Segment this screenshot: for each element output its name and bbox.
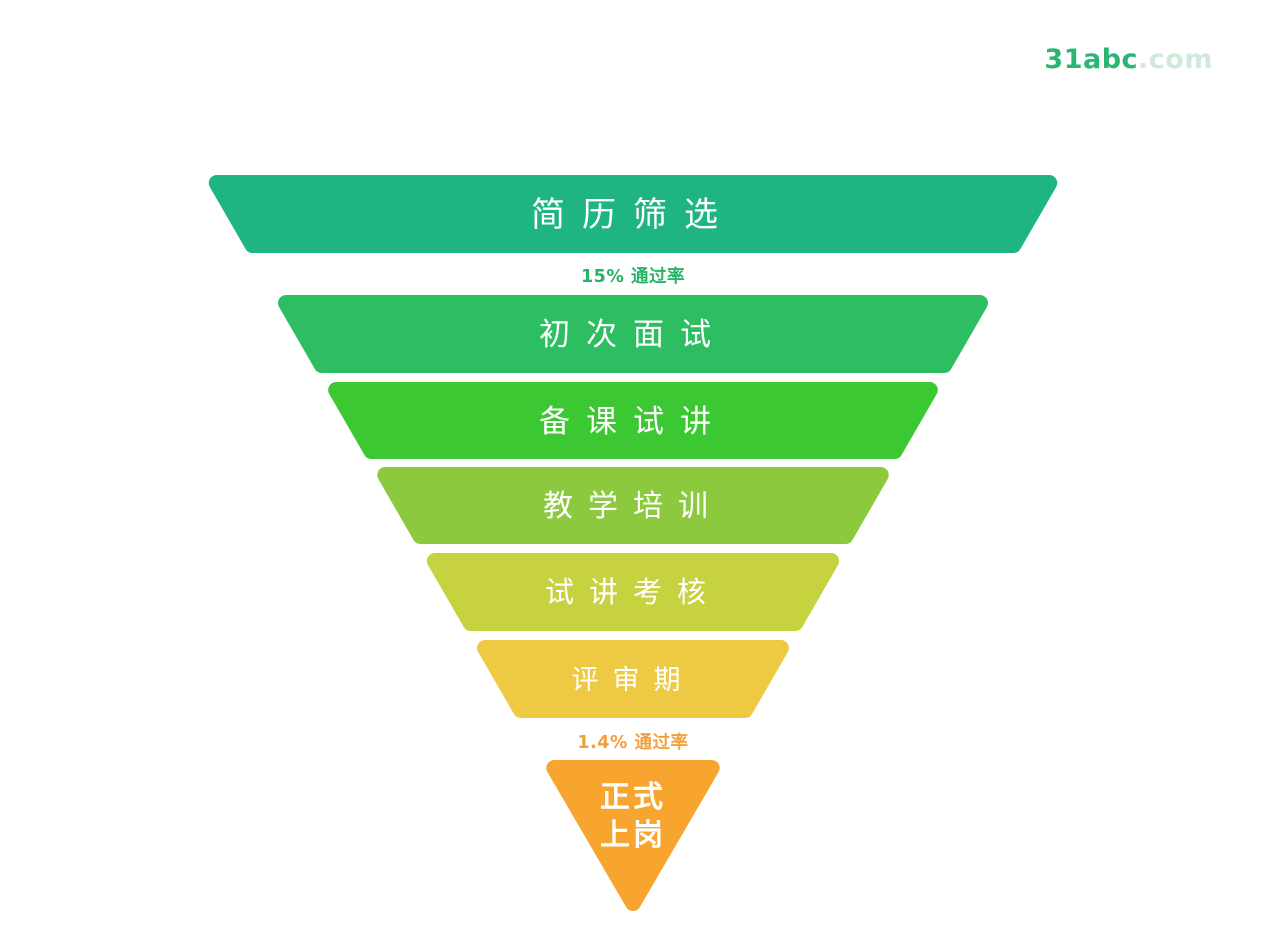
funnel-stage-label-1: 简历筛选: [531, 195, 735, 235]
funnel-stage-2: [277, 295, 989, 373]
pass-rate-annotation: 15% 通过率: [581, 266, 685, 287]
site-logo-brand: 31abc: [1044, 44, 1139, 75]
funnel-stage-label-5: 试讲考核: [545, 575, 721, 609]
funnel-stage-4: [377, 467, 889, 544]
funnel-annotations-group: 15% 通过率 1.4% 通过率: [577, 266, 688, 753]
site-logo: 31abc.com: [1044, 44, 1213, 75]
funnel-stage-label-4: 教学培训: [543, 489, 723, 524]
funnel-stage-label-6: 评审期: [572, 665, 695, 696]
pass-rate-annotation: 1.4% 通过率: [577, 732, 688, 753]
funnel-stage-6: [477, 640, 789, 718]
funnel-stage-label-3: 备课试讲: [539, 404, 727, 440]
funnel-stage-3: [328, 382, 938, 459]
funnel-stage-label-2: 初次面试: [539, 317, 727, 353]
funnel-stage-1: [208, 175, 1058, 253]
site-logo-suffix: .com: [1138, 44, 1213, 75]
funnel-stage-label-7: 正式上岗: [600, 780, 666, 853]
funnel-stage-7: [546, 760, 720, 911]
funnel-stage-5: [426, 553, 840, 631]
